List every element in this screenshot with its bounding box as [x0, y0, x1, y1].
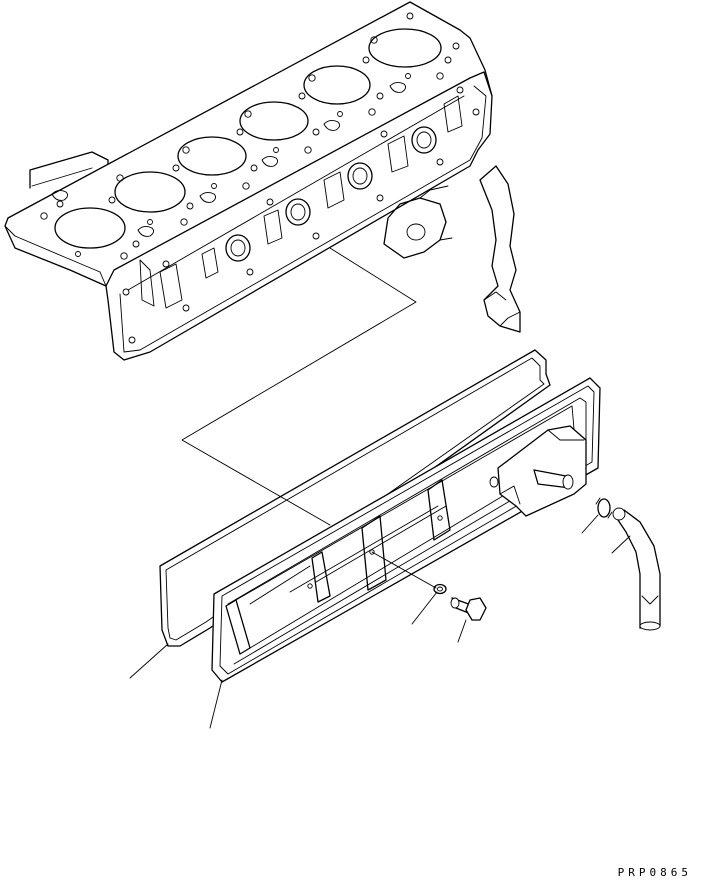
valve-cover [212, 378, 600, 682]
leader-hose-clamp [582, 515, 598, 533]
reference-frame [182, 248, 416, 525]
flange-holes [123, 87, 479, 343]
bolt [451, 598, 486, 620]
cylinder-head [5, 2, 520, 360]
gasket-holes [41, 13, 459, 259]
leader-bolt [458, 620, 466, 642]
leader-washer [412, 592, 437, 624]
leader-valve-cover [210, 680, 222, 728]
front-housing [384, 198, 446, 258]
leader-cover-gasket [130, 644, 168, 678]
leader-bolt-hole [372, 552, 436, 588]
breather-hose [613, 508, 660, 630]
head-side-flange [106, 72, 492, 360]
drawing-code-label: PRP0865 [617, 866, 692, 879]
leader-breather-hose [612, 536, 630, 553]
washer [434, 585, 446, 594]
cylinder-bores [55, 29, 441, 248]
callout-leaders [130, 515, 630, 728]
injector-ports [140, 96, 462, 308]
hose-clamp [596, 498, 612, 518]
manifold-pipe [480, 166, 520, 332]
